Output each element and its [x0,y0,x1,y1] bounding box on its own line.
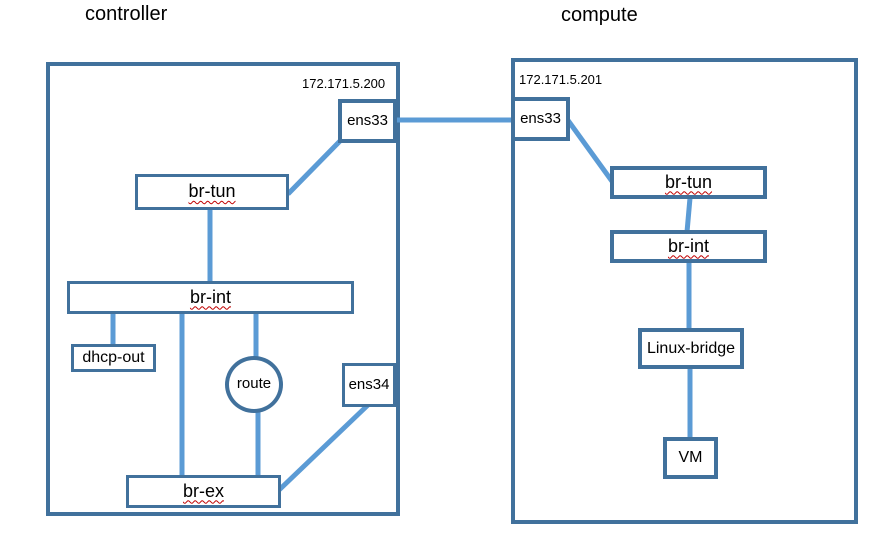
controller-br-ex-node: br-ex [126,475,281,508]
controller-dhcp-out-node: dhcp-out [71,344,156,372]
controller-ens33-node: ens33 [338,99,397,143]
controller-ens34-label: ens34 [348,375,390,393]
compute-linux-bridge-node: Linux-bridge [638,328,744,369]
controller-br-tun-node: br-tun [135,174,289,210]
controller-br-int-label: br-int [189,286,231,307]
controller-host-box [46,62,400,516]
controller-ens33-label: ens33 [347,111,388,129]
controller-ens34-node: ens34 [342,363,396,407]
controller-br-tun-label: br-tun [188,181,236,202]
compute-br-tun-label: br-tun [664,171,713,192]
compute-title: compute [561,4,638,26]
controller-ip-label: 172.171.5.200 [302,76,386,91]
connector-controller-ens33-to-br-tun [286,138,343,196]
controller-br-int-node: br-int [67,281,354,314]
connector-compute-br-tun-to-br-int [684,197,693,233]
compute-br-int-label: br-int [667,235,709,256]
compute-linux-bridge-label: Linux-bridge [646,339,736,357]
compute-host-box [511,58,858,524]
compute-ip-label: 172.171.5.201 [519,72,603,87]
controller-br-ex-label: br-ex [182,480,224,501]
compute-vm-label: VM [678,449,703,467]
compute-vm-node: VM [663,437,718,479]
controller-dhcp-out-label: dhcp-out [82,349,145,367]
controller-route-node: route [225,356,283,413]
controller-route-label: route [236,375,272,393]
compute-ens33-node: ens33 [511,97,570,141]
controller-title: controller [85,3,168,25]
connector-compute-ens33-to-br-tun [564,117,617,186]
compute-ens33-label: ens33 [520,109,561,127]
compute-br-int-node: br-int [610,230,767,263]
connector-controller-ens34-to-br-ex [276,402,371,493]
compute-br-tun-node: br-tun [610,166,767,199]
